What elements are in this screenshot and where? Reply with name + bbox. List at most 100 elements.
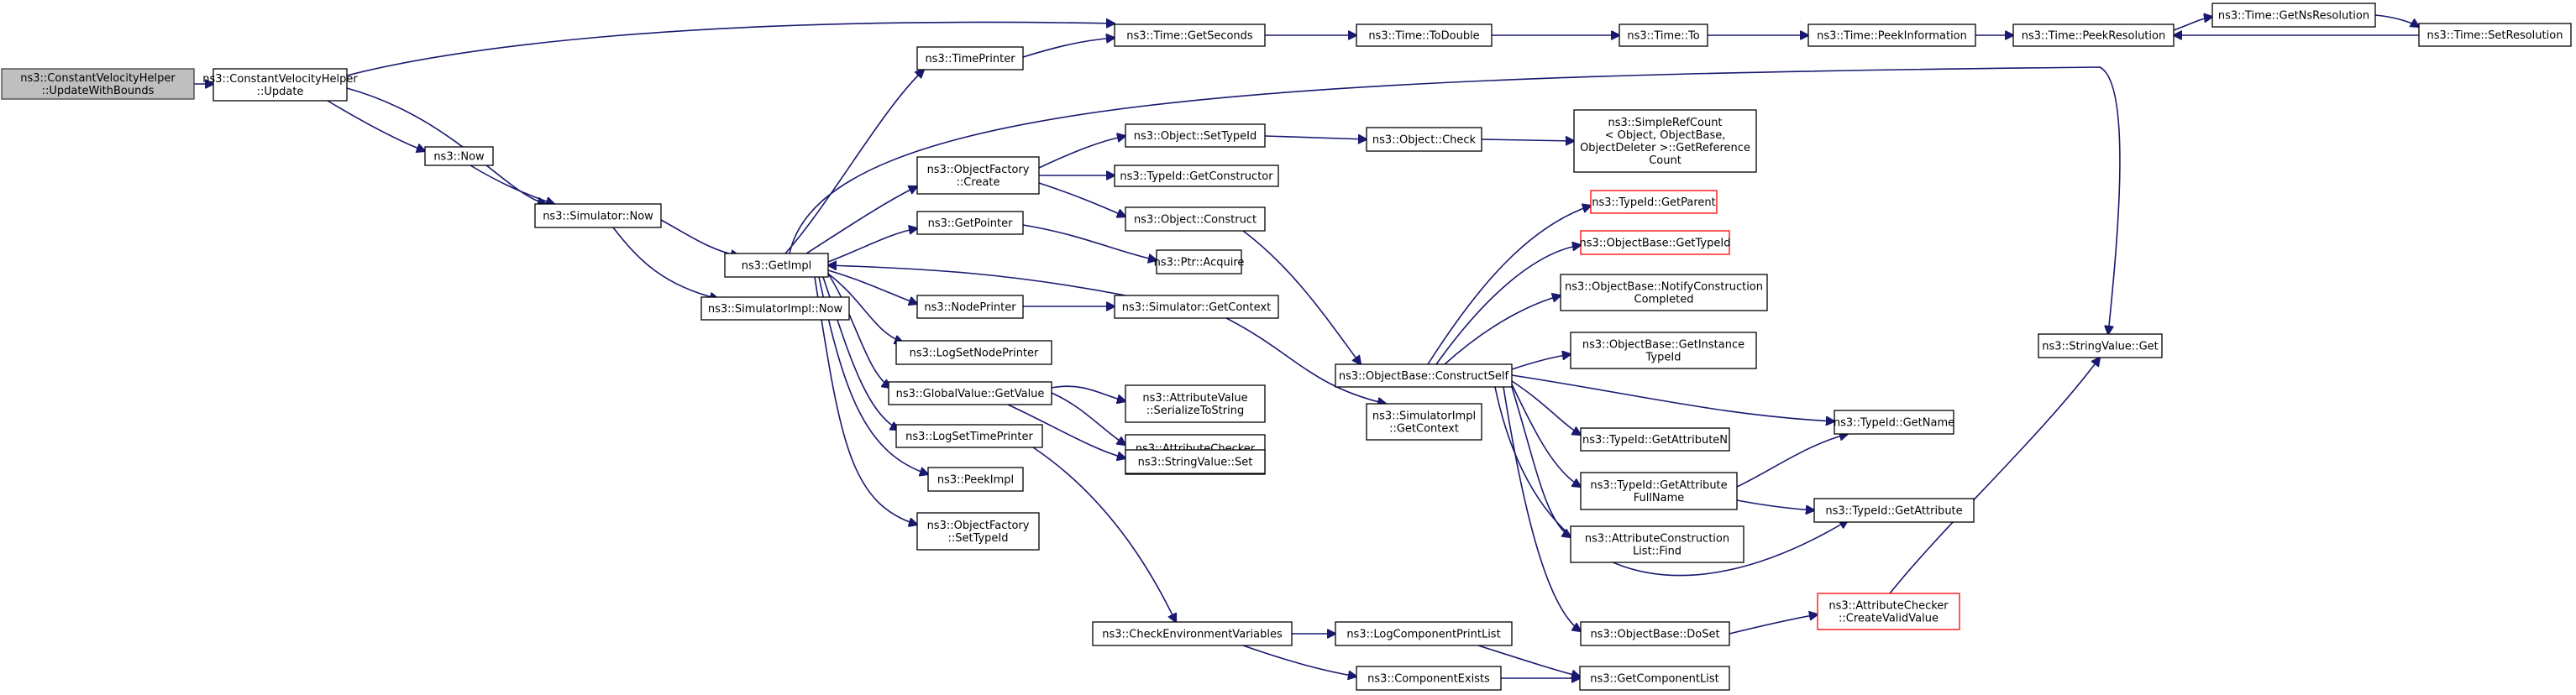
node-timeto[interactable]: ns3::Time::To bbox=[1619, 24, 1708, 47]
node-peekimpl[interactable]: ns3::PeekImpl bbox=[927, 467, 1024, 492]
node-getnsres[interactable]: ns3::Time::GetNsResolution bbox=[2211, 3, 2376, 28]
node-label: ns3::TimePrinter bbox=[925, 53, 1015, 65]
node-obgettypeid[interactable]: ns3::ObjectBase::GetTypeId bbox=[1580, 230, 1731, 255]
node-box bbox=[1356, 666, 1502, 691]
node-label: ns3::ObjectBase::GetInstance bbox=[1582, 339, 1744, 352]
node-getcomplist[interactable]: ns3::GetComponentList bbox=[1579, 666, 1730, 691]
node-update[interactable]: ns3::ConstantVelocityHelper::Update bbox=[202, 68, 358, 102]
edge-checkenv-to-compexists bbox=[1242, 645, 1356, 677]
edge-obconstructself-to-tidgetattrfull bbox=[1511, 384, 1581, 487]
node-svget[interactable]: ns3::StringValue::Get bbox=[2038, 333, 2163, 358]
edge-obconstructself-to-tidgetname bbox=[1511, 374, 1834, 421]
node-box bbox=[1573, 109, 1757, 173]
node-ofsettypeid[interactable]: ns3::ObjectFactory::SetTypeId bbox=[916, 512, 1040, 551]
edge-getimpl-to-svget bbox=[789, 66, 2121, 334]
node-ptracquire[interactable]: ns3::Ptr::Acquire bbox=[1154, 249, 1245, 274]
edge-logcompprint-to-getcomplist bbox=[1477, 645, 1580, 677]
node-ofcreate[interactable]: ns3::ObjectFactory::Create bbox=[916, 156, 1040, 195]
edge-simnow-to-getimpl bbox=[660, 219, 739, 256]
edge-getimpl-to-nodeprinter bbox=[827, 269, 917, 304]
node-simimplgetctx[interactable]: ns3::SimulatorImpl::GetContext bbox=[1366, 403, 1482, 441]
node-root[interactable]: ns3::ConstantVelocityHelper::UpdateWithB… bbox=[1, 68, 195, 100]
node-checkenv[interactable]: ns3::CheckEnvironmentVariables bbox=[1092, 621, 1293, 646]
edge-ofcreate-to-objconstruct bbox=[1038, 182, 1125, 217]
node-box bbox=[1580, 427, 1730, 452]
node-objcheck[interactable]: ns3::Object::Check bbox=[1366, 127, 1482, 152]
node-compexists[interactable]: ns3::ComponentExists bbox=[1356, 666, 1502, 691]
node-label: ::GetContext bbox=[1389, 423, 1459, 436]
edge-accreatevalid-to-svget bbox=[1889, 358, 2100, 594]
node-obnotify[interactable]: ns3::ObjectBase::NotifyConstructionCompl… bbox=[1560, 274, 1768, 311]
node-label: TypeId bbox=[1645, 352, 1681, 364]
node-accreatevalid[interactable]: ns3::AttributeChecker::CreateValidValue bbox=[1817, 593, 1960, 630]
node-svset[interactable]: ns3::StringValue::Set bbox=[1125, 449, 1266, 474]
node-box bbox=[1156, 249, 1242, 274]
node-peekinfo[interactable]: ns3::Time::PeekInformation bbox=[1807, 24, 1976, 47]
node-label: ns3::Object::SetTypeId bbox=[1134, 130, 1257, 143]
node-box bbox=[2012, 24, 2175, 47]
node-label: ns3::SimulatorImpl bbox=[1372, 410, 1476, 423]
node-getpointer[interactable]: ns3::GetPointer bbox=[916, 211, 1024, 235]
edge-obconstructself-to-obgetinst bbox=[1511, 354, 1571, 370]
node-tidgetparent[interactable]: ns3::TypeId::GetParent bbox=[1590, 190, 1718, 214]
node-getctor[interactable]: ns3::TypeId::GetConstructor bbox=[1114, 165, 1279, 187]
edge-getimpl-to-gvgetvalue bbox=[827, 273, 890, 388]
node-box bbox=[212, 68, 348, 102]
node-setres[interactable]: ns3::Time::SetResolution bbox=[2418, 23, 2572, 47]
node-timeprinter[interactable]: ns3::TimePrinter bbox=[916, 46, 1024, 71]
node-box bbox=[916, 156, 1040, 195]
node-label: ns3::Time::PeekInformation bbox=[1817, 30, 1967, 43]
node-box bbox=[424, 146, 494, 166]
node-box bbox=[1356, 24, 1493, 47]
node-label: ns3::GetPointer bbox=[928, 217, 1013, 230]
node-avserialize[interactable]: ns3::AttributeValue::SerializeToString bbox=[1125, 384, 1266, 423]
node-box bbox=[1125, 206, 1266, 232]
node-logsettimeprinter[interactable]: ns3::LogSetTimePrinter bbox=[895, 424, 1043, 448]
node-label: ns3::AttributeChecker bbox=[1828, 600, 1949, 613]
node-todouble[interactable]: ns3::Time::ToDouble bbox=[1356, 24, 1493, 47]
node-label: ns3::GlobalValue::GetValue bbox=[896, 388, 1045, 400]
node-tidgetname[interactable]: ns3::TypeId::GetName bbox=[1834, 410, 1954, 435]
node-simgetctx[interactable]: ns3::Simulator::GetContext bbox=[1114, 295, 1279, 319]
node-label: ns3::Now bbox=[433, 151, 485, 164]
node-logcompprint[interactable]: ns3::LogComponentPrintList bbox=[1335, 621, 1513, 646]
node-getimpl[interactable]: ns3::GetImpl bbox=[724, 253, 829, 278]
node-label: ns3::Time::ToDouble bbox=[1368, 30, 1479, 43]
node-label: ns3::GetComponentList bbox=[1590, 673, 1718, 686]
node-simplerefcount[interactable]: ns3::SimpleRefCount< Object, ObjectBase,… bbox=[1573, 109, 1757, 173]
node-now[interactable]: ns3::Now bbox=[424, 146, 494, 166]
node-getseconds[interactable]: ns3::Time::GetSeconds bbox=[1114, 24, 1266, 47]
node-label: ns3::LogSetTimePrinter bbox=[905, 431, 1033, 443]
node-logsetnodeprinter[interactable]: ns3::LogSetNodePrinter bbox=[895, 340, 1052, 365]
node-box bbox=[927, 467, 1024, 492]
edge-now-to-simnow bbox=[470, 165, 554, 204]
node-box bbox=[1807, 24, 1976, 47]
node-nodeprinter[interactable]: ns3::NodePrinter bbox=[916, 295, 1024, 319]
node-label: ns3::ConstantVelocityHelper bbox=[20, 72, 176, 85]
node-tidgetattr[interactable]: ns3::TypeId::GetAttribute bbox=[1813, 498, 1975, 523]
nodes-layer: ns3::ConstantVelocityHelper::UpdateWithB… bbox=[1, 3, 2572, 691]
edge-obconstructself-to-tidgetattr bbox=[1494, 386, 1848, 577]
edge-getpointer-to-ptracquire bbox=[1022, 224, 1157, 260]
node-obconstructself[interactable]: ns3::ObjectBase::ConstructSelf bbox=[1335, 363, 1513, 388]
node-objconstruct[interactable]: ns3::Object::Construct bbox=[1125, 206, 1266, 232]
node-simimplnow[interactable]: ns3::SimulatorImpl::Now bbox=[700, 296, 850, 321]
node-tidgetattrn[interactable]: ns3::TypeId::GetAttributeN bbox=[1580, 427, 1730, 452]
node-label: ns3::NodePrinter bbox=[924, 301, 1016, 314]
node-label: ns3::GetImpl bbox=[742, 260, 812, 273]
node-simnow[interactable]: ns3::Simulator::Now bbox=[534, 203, 662, 228]
node-label: ns3::ConstantVelocityHelper bbox=[202, 73, 358, 86]
node-label: ::Create bbox=[957, 176, 1000, 189]
node-peekres[interactable]: ns3::Time::PeekResolution bbox=[2012, 24, 2175, 47]
node-obdoset[interactable]: ns3::ObjectBase::DoSet bbox=[1580, 621, 1730, 646]
node-gvgetvalue[interactable]: ns3::GlobalValue::GetValue bbox=[888, 381, 1052, 405]
node-box bbox=[2211, 3, 2376, 28]
node-setypeid[interactable]: ns3::Object::SetTypeId bbox=[1125, 123, 1266, 148]
node-label: ns3::SimpleRefCount bbox=[1608, 117, 1722, 129]
edge-simgetctx-to-simimplgetctx bbox=[1225, 317, 1386, 404]
edge-objcheck-to-simplerefcount bbox=[1481, 139, 1574, 141]
node-label: ns3::TypeId::GetName bbox=[1834, 417, 1954, 430]
